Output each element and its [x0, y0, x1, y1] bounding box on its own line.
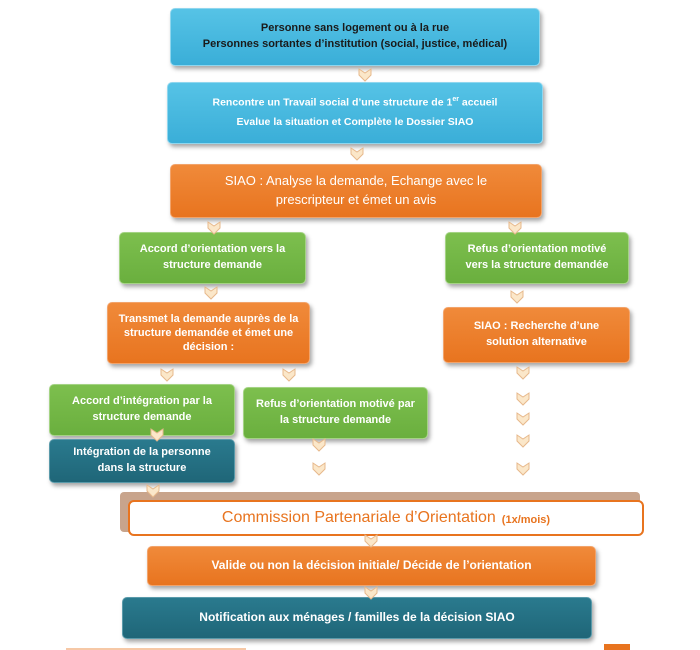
integration-box: Intégration de la personne dans la struc… — [49, 439, 235, 483]
chevron-down-icon — [516, 366, 530, 380]
integration-text: Intégration de la personne dans la struc… — [73, 446, 211, 474]
chevron-down-icon — [508, 221, 522, 235]
chevron-down-icon — [510, 290, 524, 304]
chevron-down-icon — [516, 462, 530, 476]
chevron-down-icon — [364, 586, 378, 600]
refus-structure-text: Refus d’orientation motivé par la struct… — [256, 398, 415, 426]
footer-rule — [66, 648, 246, 650]
chevron-down-icon — [312, 462, 326, 476]
meeting-line1: Rencontre un Travail social d’une struct… — [212, 95, 498, 109]
siao-analysis-text: SIAO : Analyse la demande, Echange avec … — [224, 173, 488, 207]
valide-box: Valide ou non la décision initiale/ Déci… — [147, 546, 596, 586]
meeting-line2: Evalue la situation et Complète le Dossi… — [236, 116, 474, 129]
entry-box: Personne sans logement ou à la rue Perso… — [170, 8, 540, 66]
chevron-down-icon — [207, 221, 221, 235]
chevron-down-icon — [160, 368, 174, 382]
chevron-down-icon — [516, 392, 530, 406]
commission-frequency: (1x/mois) — [501, 513, 551, 526]
refus-orientation-box: Refus d’orientation motivé vers la struc… — [445, 232, 629, 284]
chevron-down-icon — [516, 412, 530, 426]
siao-analysis-box: SIAO : Analyse la demande, Echange avec … — [170, 164, 542, 218]
siao-recherche-box: SIAO : Recherche d’une solution alternat… — [443, 307, 630, 363]
notification-text: Notification aux ménages / familles de l… — [199, 610, 515, 625]
chevron-down-icon — [204, 286, 218, 300]
chevron-down-icon — [146, 484, 160, 498]
transmet-text: Transmet la demande auprès de la structu… — [118, 312, 299, 354]
chevron-down-icon — [282, 368, 296, 382]
accord-orientation-text: Accord d’orientation vers la structure d… — [139, 243, 286, 271]
meeting-box: Rencontre un Travail social d’une struct… — [167, 82, 543, 144]
siao-recherche-text: SIAO : Recherche d’une solution alternat… — [473, 320, 600, 348]
chevron-down-icon — [150, 428, 164, 442]
valide-text: Valide ou non la décision initiale/ Déci… — [211, 558, 532, 573]
chevron-down-icon — [358, 68, 372, 82]
chevron-down-icon — [516, 434, 530, 448]
chevron-down-icon — [364, 534, 378, 548]
entry-line1: Personne sans logement ou à la rue — [260, 22, 450, 35]
chevron-down-icon — [312, 438, 326, 452]
chevron-down-icon — [350, 147, 364, 161]
entry-line2: Personnes sortantes d’institution (socia… — [202, 38, 508, 50]
refus-structure-box: Refus d’orientation motivé par la struct… — [243, 387, 428, 439]
commission-title: Commission Partenariale d’Orientation — [221, 509, 496, 526]
accord-integration-box: Accord d’intégration par la structure de… — [49, 384, 235, 436]
accord-orientation-box: Accord d’orientation vers la structure d… — [119, 232, 306, 284]
transmet-box: Transmet la demande auprès de la structu… — [107, 302, 310, 364]
accord-integration-text: Accord d’intégration par la structure de… — [72, 395, 212, 423]
notification-box: Notification aux ménages / familles de l… — [122, 597, 592, 639]
footer-mark — [604, 644, 630, 650]
commission-box: Commission Partenariale d’Orientation (1… — [128, 500, 644, 536]
refus-orientation-text: Refus d’orientation motivé vers la struc… — [465, 243, 609, 271]
